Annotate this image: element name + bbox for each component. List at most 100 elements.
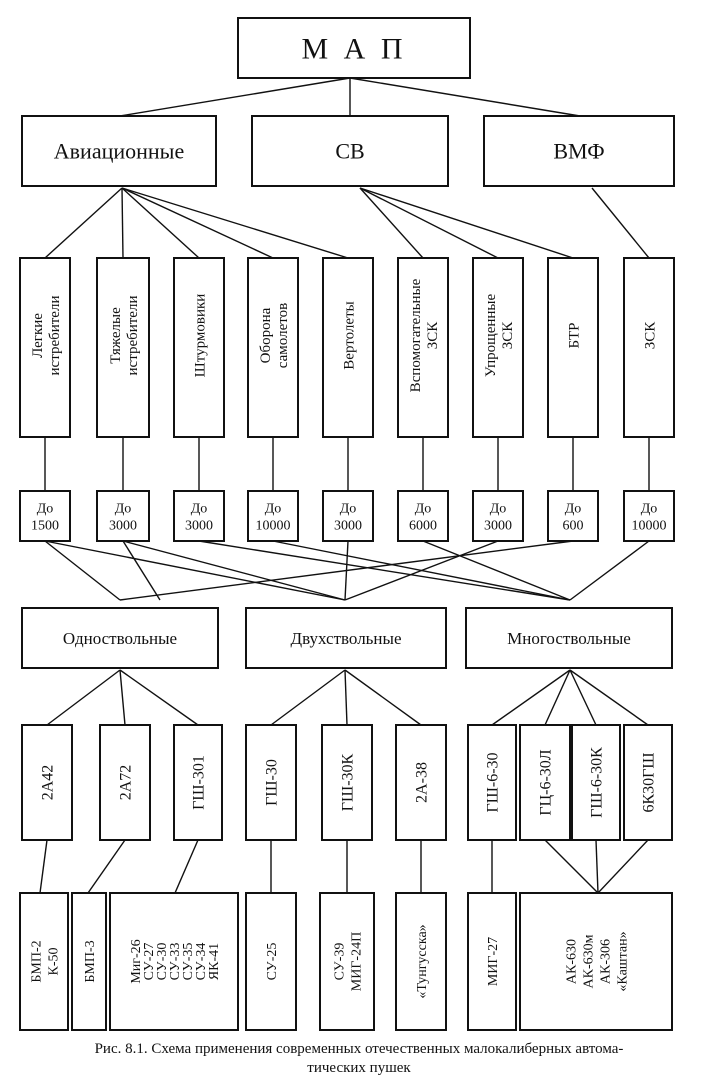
group-box — [21, 115, 217, 187]
carrier-box — [319, 892, 375, 1031]
connector-line — [344, 540, 499, 601]
range-box — [173, 490, 225, 542]
category-label: БТР — [566, 323, 582, 349]
category-box — [397, 257, 449, 438]
barrel-type-box — [465, 607, 673, 669]
group-label: СВ — [335, 139, 364, 164]
category-box — [19, 257, 71, 438]
carrier-box — [71, 892, 107, 1031]
connector-line — [121, 187, 200, 259]
category-label: ВспомогательныеЗСК — [408, 278, 441, 392]
barrel-type-box — [245, 607, 447, 669]
connector-line — [119, 77, 351, 117]
gun-box — [623, 724, 673, 841]
gun-box — [21, 724, 73, 841]
gun-box — [467, 724, 517, 841]
gun-label: 2А72 — [118, 765, 135, 801]
root-box — [237, 17, 471, 79]
gun-label: ГШ-30 — [264, 759, 281, 806]
connector-line — [39, 839, 48, 894]
connector-line — [349, 77, 581, 117]
range-box — [397, 490, 449, 542]
group-box — [251, 115, 449, 187]
carrier-box — [19, 892, 69, 1031]
connector-line — [597, 839, 649, 894]
category-label: Вертолеты — [341, 301, 357, 369]
group-label: ВМФ — [553, 139, 604, 164]
connector-line — [119, 669, 126, 726]
connector-line — [344, 669, 348, 726]
category-box — [247, 257, 299, 438]
barrel-type-label: Двухствольные — [290, 629, 401, 648]
barrel-type-label: Одноствольные — [63, 629, 177, 648]
carrier-box — [245, 892, 297, 1031]
connector-line — [44, 187, 123, 259]
carrier-label: БМП-3 — [83, 940, 98, 982]
connector-line — [44, 540, 121, 601]
connector-line — [595, 839, 599, 894]
connector-line — [119, 540, 574, 601]
connector-line — [569, 540, 650, 601]
range-box — [472, 490, 524, 542]
gun-box — [245, 724, 297, 841]
connector-line — [121, 187, 349, 259]
connector-line — [121, 187, 274, 259]
carrier-box — [467, 892, 517, 1031]
category-box — [96, 257, 150, 438]
gun-label: ГШ-301 — [191, 755, 208, 810]
gun-application-diagram: М А П Авиационные СВ ВМФ Легкиеистребители Тя… — [19, 17, 675, 1031]
carrier-box — [109, 892, 239, 1031]
connector-line — [198, 540, 571, 601]
gun-label: 6К30ГШ — [641, 752, 658, 812]
category-box — [623, 257, 675, 438]
group-label: Авиационные — [54, 139, 184, 164]
connector-line — [591, 187, 650, 259]
connector-line — [544, 669, 571, 726]
root-label: М А П — [301, 33, 406, 66]
carrier-label: МИГ-27 — [486, 937, 501, 986]
category-label: Тяжелыеистребители — [108, 296, 141, 376]
category-label: Легкиеистребители — [30, 296, 63, 376]
range-box — [247, 490, 299, 542]
gun-box — [519, 724, 571, 841]
gun-label: ГШ-6-30 — [485, 752, 502, 812]
gun-box — [321, 724, 373, 841]
barrel-type-box — [21, 607, 219, 669]
connector-line — [46, 669, 121, 726]
connector-line — [174, 839, 199, 894]
connector-line — [122, 540, 346, 601]
connector-line — [359, 187, 574, 259]
category-box — [547, 257, 599, 438]
category-label: Оборонасамолетов — [258, 303, 291, 368]
gun-label: ГШ-30К — [340, 753, 357, 811]
connector-line — [491, 669, 571, 726]
gun-box — [571, 724, 621, 841]
category-label: УпрощенныеЗСК — [483, 293, 516, 377]
category-box — [322, 257, 374, 438]
carrier-label: Миг-26СУ-27СУ-30СУ-33СУ-35СУ-34ЯК-41 — [129, 939, 222, 983]
connector-line — [119, 669, 199, 726]
barrel-type-label: Многоствольные — [507, 629, 631, 648]
gun-label: ГЦ-6-30Л — [538, 749, 555, 815]
connector-line — [544, 839, 599, 894]
gun-box — [99, 724, 151, 841]
category-box — [173, 257, 225, 438]
connector-line — [569, 669, 597, 726]
carrier-label: «Тунгусска» — [415, 924, 430, 998]
connector-line — [122, 540, 161, 601]
category-label: Штурмовики — [192, 294, 208, 378]
connector-line — [44, 540, 346, 601]
connector-line — [344, 669, 422, 726]
connector-line — [359, 187, 424, 259]
